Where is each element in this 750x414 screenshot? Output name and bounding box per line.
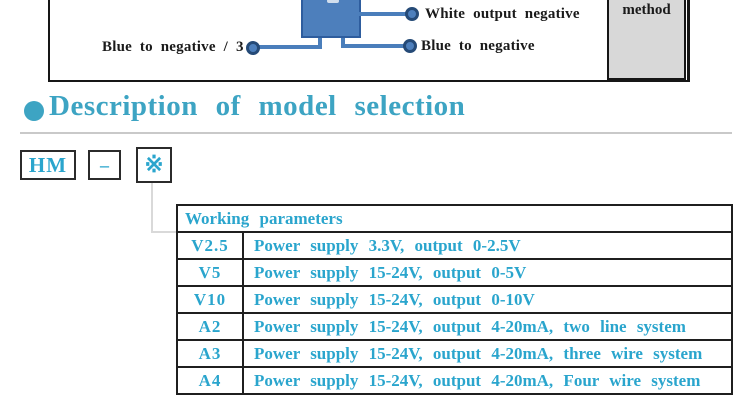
label-blue-to-negative-3: Blue to negative / 3 [102,39,244,55]
wiring-diagram-border [48,0,690,82]
model-code-cell: A4 [178,368,244,393]
model-desc-cell: Power supply 15-24V, output 0-5V [254,263,527,282]
table-row: V5 Power supply 15-24V, output 0-5V [178,260,731,287]
wire-stub-right [341,38,345,48]
method-box: method [607,0,686,80]
terminal-dot-icon [405,7,419,21]
terminal-dot-icon [246,41,260,55]
terminal-dot-icon [403,39,417,53]
table-row: V2.5 Power supply 3.3V, output 0-2.5V [178,233,731,260]
model-code-cell: A2 [178,314,244,339]
model-separator-box: – [88,150,121,180]
table-row: V10 Power supply 15-24V, output 0-10V [178,287,731,314]
model-code-cell: A3 [178,341,244,366]
model-code-cell: V2.5 [178,233,244,258]
clipped-label-remnant [327,0,339,3]
connector-line-horizontal [151,231,176,233]
connector-line-vertical [151,183,153,233]
wire-stub-left [318,38,322,49]
heading-divider [20,132,732,134]
label-blue-to-negative: Blue to negative [421,38,535,54]
method-box-label: method [622,2,671,18]
table-row: A4 Power supply 15-24V, output 4-20mA, F… [178,368,731,393]
model-desc-cell: Power supply 3.3V, output 0-2.5V [254,236,521,255]
model-desc-cell: Power supply 15-24V, output 4-20mA, thre… [254,344,703,363]
model-prefix-label: HM [28,152,68,177]
label-white-output-negative: White output negative [425,6,580,22]
model-placeholder-box: ※ [136,147,172,183]
working-parameters-table: Working parameters V2.5 Power supply 3.3… [176,204,733,395]
section-title: Description of model selection [49,90,466,122]
table-row: A3 Power supply 15-24V, output 4-20mA, t… [178,341,731,368]
model-code-cell: V10 [178,287,244,312]
model-desc-cell: Power supply 15-24V, output 4-20mA, two … [254,317,686,336]
wire-blue-right [345,44,407,48]
table-row: A2 Power supply 15-24V, output 4-20mA, t… [178,314,731,341]
model-desc-cell: Power supply 15-24V, output 0-10V [254,290,535,309]
model-separator-label: – [100,154,109,175]
table-header-row: Working parameters [178,206,731,233]
model-desc-cell: Power supply 15-24V, output 4-20mA, Four… [254,371,701,390]
bullet-icon [24,101,44,121]
model-prefix-box: HM [20,150,76,180]
sensor-body-box [301,0,361,38]
model-code-cell: V5 [178,260,244,285]
wire-blue-left [256,45,322,49]
table-header-label: Working parameters [185,209,343,228]
wire-white-output [359,12,408,16]
model-placeholder-label: ※ [144,152,164,177]
